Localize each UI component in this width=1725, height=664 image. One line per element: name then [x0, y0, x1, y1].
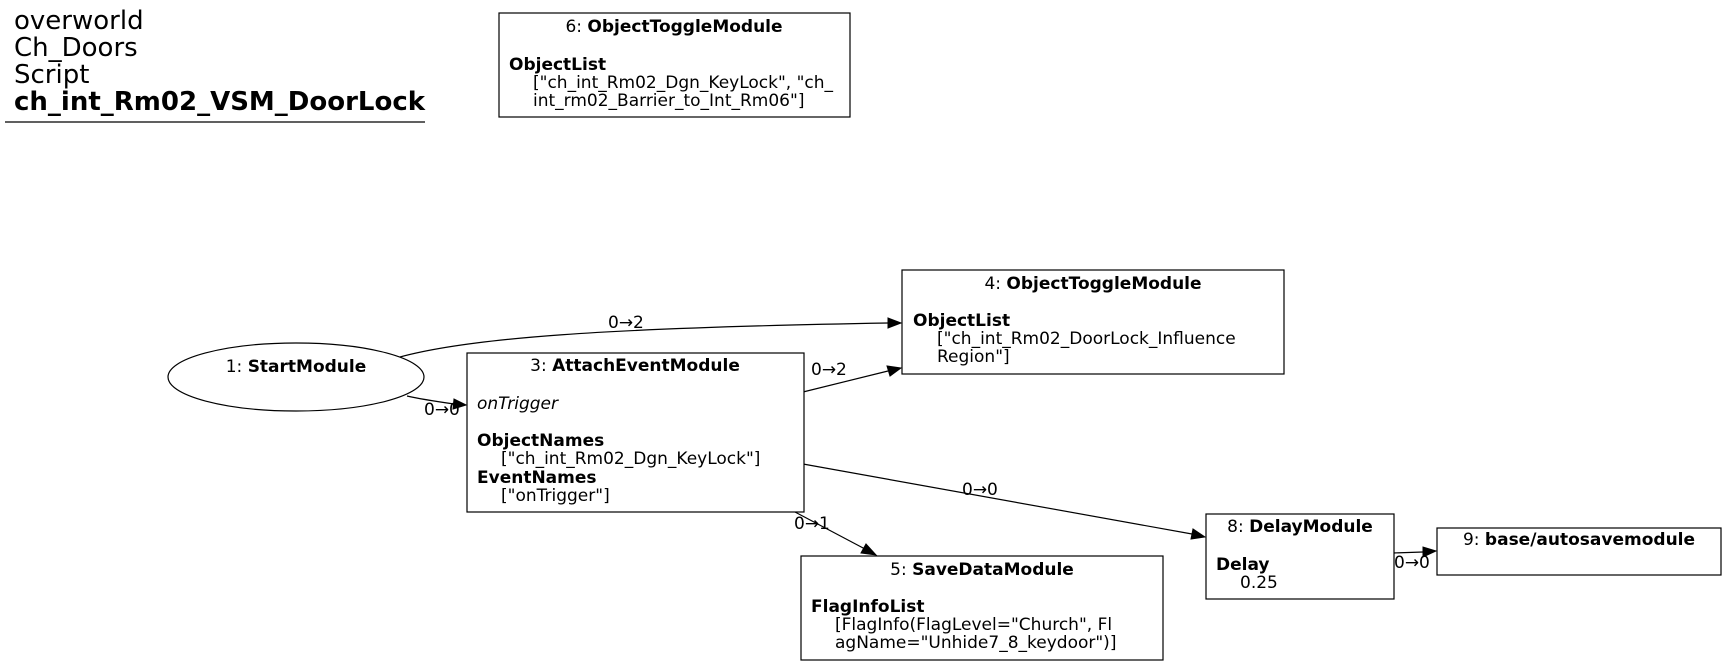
header-line-2: Ch_Doors — [14, 33, 138, 63]
edge-1-to-3-arrowhead — [452, 398, 468, 410]
node-3-param1-name: ObjectNames — [477, 431, 604, 451]
node-5-type: SaveDataModule — [912, 560, 1074, 580]
node-5-param-value-2: agName="Unhide7_8_keydoor")] — [835, 633, 1116, 653]
node-4-box — [901, 269, 1285, 375]
node-3-event: onTrigger — [477, 394, 559, 414]
node-8-id: 8 — [1227, 517, 1238, 537]
header-line-3: Script — [14, 60, 89, 90]
node-3-box — [466, 352, 805, 513]
header-line-1: overworld — [14, 6, 144, 36]
edge-3-to-8-arrowhead — [1190, 528, 1207, 540]
node-1-startmodule[interactable]: 1: StartModule — [167, 342, 425, 412]
node-5-box — [800, 555, 1164, 661]
node-3-attacheventmodule[interactable]: 3: AttachEventModule onTrigger ObjectNam… — [466, 352, 805, 513]
node-1-colon: : — [237, 357, 248, 377]
node-6-param-value-1: ["ch_int_Rm02_Dgn_KeyLock", "ch_ — [533, 73, 834, 93]
node-6-box — [498, 12, 851, 118]
node-5-param-value-1: [FlagInfo(FlagLevel="Church", Fl — [835, 615, 1112, 635]
node-1-type: StartModule — [248, 357, 367, 377]
node-5-param-name: FlagInfoList — [811, 597, 925, 617]
edge-1-to-4-arrowhead — [887, 317, 903, 329]
node-6-id: 6 — [565, 17, 576, 37]
node-1-ellipse — [167, 342, 425, 412]
edge-1-to-4-line — [399, 322, 889, 358]
node-6-param-value-2: int_rm02_Barrier_to_Int_Rm06"] — [533, 91, 804, 111]
edge-1-to-3: 0→0 — [406, 395, 468, 420]
edge-3-to-4: 0→2 — [802, 360, 903, 393]
node-6-param-name: ObjectList — [509, 55, 606, 75]
node-8-param-name: Delay — [1216, 555, 1270, 575]
node-4-colon: : — [995, 274, 1006, 294]
node-4-param-value-2: Region"] — [937, 347, 1010, 367]
node-1-title: 1: StartModule — [226, 357, 367, 377]
node-9-id: 9 — [1463, 530, 1474, 550]
edge-1-to-3-label: 0→0 — [424, 400, 460, 420]
edge-1-to-4: 0→2 — [399, 313, 903, 358]
edge-3-to-5: 0→1 — [794, 511, 878, 556]
script-name: ch_int_Rm02_VSM_DoorLock — [14, 87, 426, 117]
edge-3-to-8: 0→0 — [802, 463, 1207, 540]
node-3-colon: : — [541, 356, 552, 376]
node-4-title: 4: ObjectToggleModule — [984, 274, 1201, 294]
node-8-title: 8: DelayModule — [1227, 517, 1373, 537]
node-9-title: 9: base/autosavemodule — [1463, 530, 1695, 550]
node-9-type: base/autosavemodule — [1485, 530, 1695, 550]
node-5-savedatamodule[interactable]: 5: SaveDataModule FlagInfoList [FlagInfo… — [800, 555, 1164, 661]
node-9-autosavemodule[interactable]: 9: base/autosavemodule — [1436, 527, 1722, 576]
node-5-id: 5 — [890, 560, 901, 580]
node-3-param2-name: EventNames — [477, 468, 597, 488]
node-4-type: ObjectToggleModule — [1006, 274, 1201, 294]
edge-8-to-9-arrowhead — [1422, 546, 1438, 558]
edge-3-to-5-line — [794, 511, 866, 550]
node-3-param1-value: ["ch_int_Rm02_Dgn_KeyLock"] — [501, 449, 760, 469]
node-3-title: 3: AttachEventModule — [530, 356, 740, 376]
node-8-type: DelayModule — [1249, 517, 1373, 537]
graph-header: overworld Ch_Doors Script ch_int_Rm02_VS… — [5, 6, 426, 123]
node-4-id: 4 — [984, 274, 995, 294]
node-3-type: AttachEventModule — [552, 356, 740, 376]
edge-8-to-9-label: 0→0 — [1394, 553, 1430, 573]
node-9-box — [1436, 527, 1722, 576]
node-4-param-value-1: ["ch_int_Rm02_DoorLock_Influence — [937, 329, 1236, 349]
node-5-colon: : — [901, 560, 912, 580]
node-4-param-name: ObjectList — [913, 311, 1010, 331]
edge-3-to-4-line — [802, 370, 889, 393]
node-6-objecttogglemodule[interactable]: 6: ObjectToggleModule ObjectList ["ch_in… — [498, 12, 851, 118]
node-4-objecttogglemodule[interactable]: 4: ObjectToggleModule ObjectList ["ch_in… — [901, 269, 1285, 375]
edge-1-to-4-label: 0→2 — [608, 313, 644, 333]
edge-3-to-8-line — [802, 463, 1193, 535]
edge-3-to-5-label: 0→1 — [794, 514, 830, 534]
edge-3-to-4-arrowhead — [886, 365, 903, 377]
node-8-param-value: 0.25 — [1240, 573, 1278, 593]
node-6-type: ObjectToggleModule — [587, 17, 782, 37]
node-5-title: 5: SaveDataModule — [890, 560, 1074, 580]
node-8-colon: : — [1238, 517, 1249, 537]
node-6-title: 6: ObjectToggleModule — [565, 17, 782, 37]
node-6-colon: : — [576, 17, 587, 37]
edge-3-to-5-arrowhead — [860, 543, 878, 556]
node-3-param2-value: ["onTrigger"] — [501, 486, 610, 506]
edge-8-to-9-line — [1392, 551, 1424, 554]
node-8-delaymodule[interactable]: 8: DelayModule Delay 0.25 — [1205, 513, 1395, 600]
edge-8-to-9: 0→0 — [1392, 546, 1438, 573]
edge-3-to-8-label: 0→0 — [962, 480, 998, 500]
edge-1-to-3-line — [406, 395, 455, 405]
edges: 0→2 0→0 0→2 0→0 0→1 0→0 — [399, 313, 1438, 573]
edge-3-to-4-label: 0→2 — [811, 360, 847, 380]
node-8-box — [1205, 513, 1395, 600]
node-1-id: 1 — [226, 357, 237, 377]
node-9-colon: : — [1474, 530, 1485, 550]
node-3-id: 3 — [530, 356, 541, 376]
